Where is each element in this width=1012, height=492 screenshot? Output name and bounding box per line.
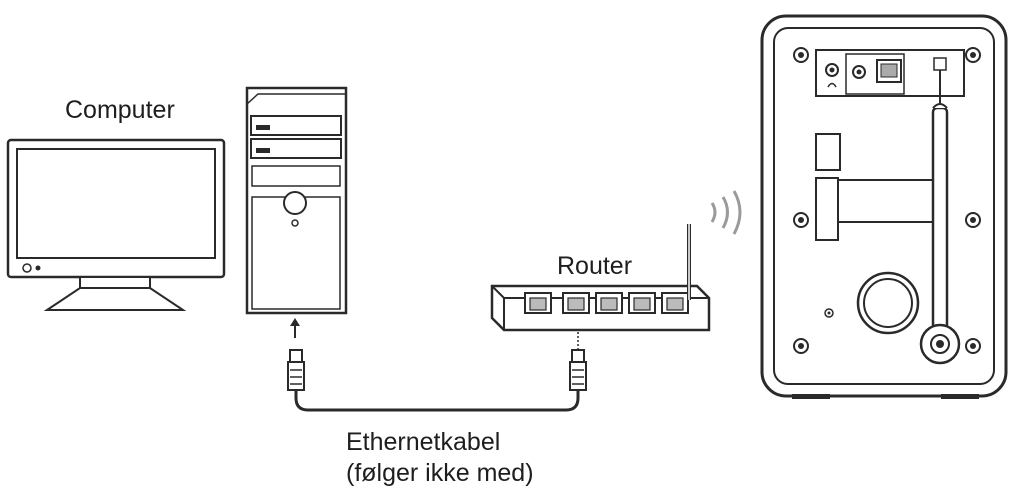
router-label: Router — [557, 252, 633, 280]
monitor-icon — [6, 138, 226, 311]
cable-label-line1: Ethernetkabel — [346, 428, 501, 456]
ethernet-cable-icon — [287, 318, 587, 412]
wifi-signal-icon — [710, 190, 742, 235]
computer-tower-icon — [245, 86, 348, 315]
connection-arrow-icon — [290, 318, 300, 338]
router-icon — [490, 224, 711, 332]
radio-back-panel-icon — [760, 14, 1008, 399]
cable-label-line2: (følger ikke med) — [346, 459, 534, 487]
computer-label: Computer — [65, 96, 175, 124]
